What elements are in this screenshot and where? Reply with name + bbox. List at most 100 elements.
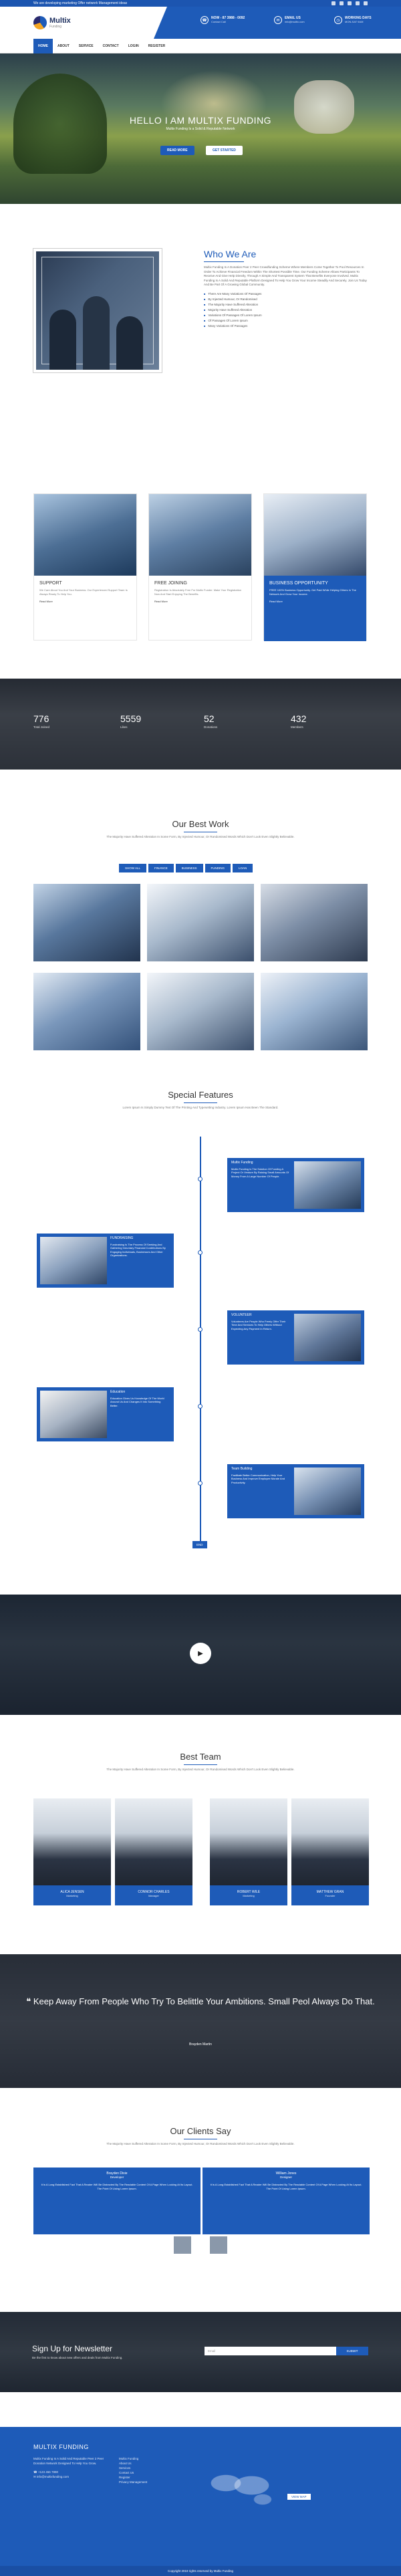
list-item: There Are Many Variations Of Passages xyxy=(204,291,368,297)
clients-header: Our Clients Say The Majority Have Suffer… xyxy=(0,2126,401,2147)
timeline-dot xyxy=(198,1404,203,1409)
footer-brand: MULTIX FUNDING xyxy=(33,2444,89,2450)
gallery-image[interactable] xyxy=(261,884,368,961)
list-item: By Injected Humour, Or Randomised xyxy=(204,297,368,302)
filter-loan[interactable]: LOAN xyxy=(233,864,253,872)
service-card-free-joining[interactable]: FREE JOINING Registration Is Absolutely … xyxy=(148,493,252,640)
twitter-icon[interactable] xyxy=(340,1,344,5)
timeline-dot xyxy=(198,1481,203,1486)
video-section: ▶ xyxy=(0,1595,401,1715)
nav-service[interactable]: SERVICE xyxy=(78,43,94,48)
read-more-link[interactable]: Read More xyxy=(269,600,283,603)
nav-register[interactable]: REGISTER xyxy=(148,43,166,48)
list-item: Many Variations Of Passages xyxy=(204,324,368,329)
view-map-button[interactable]: VIEW MAP xyxy=(287,2494,311,2500)
filter-business[interactable]: BUSINESS xyxy=(175,864,203,872)
google-plus-icon[interactable] xyxy=(348,1,352,5)
timeline-dot xyxy=(198,1327,203,1332)
footer-link[interactable]: Privacy Management xyxy=(119,2480,148,2484)
facebook-icon[interactable] xyxy=(331,1,336,5)
team-photo xyxy=(33,1798,111,1885)
work-header: Our Best Work The Majority Have Suffered… xyxy=(0,819,401,840)
newsletter-submit-button[interactable]: SUBMIT xyxy=(336,2347,368,2355)
footer-link[interactable]: Register xyxy=(119,2476,130,2479)
linkedin-icon[interactable] xyxy=(356,1,360,5)
copyright: Copyright 2019 rights reserved by Multix… xyxy=(0,2566,401,2576)
avatar xyxy=(174,2236,191,2254)
feature-image xyxy=(294,1468,361,1515)
newsletter-email-input[interactable]: Email xyxy=(205,2347,336,2355)
service-card-support[interactable]: SUPPORT We Care About You And Your Busin… xyxy=(33,493,137,640)
logo[interactable]: Multix Funding xyxy=(33,16,71,29)
gallery-image[interactable] xyxy=(147,884,254,961)
footer-link[interactable]: Contact Us xyxy=(119,2471,134,2474)
read-more-link[interactable]: Read More xyxy=(39,600,53,603)
gallery-image[interactable] xyxy=(147,973,254,1050)
hero-get-started-button[interactable]: GET STARTED xyxy=(206,146,243,155)
about-section: Who We Are Multix Funding Is A Donation … xyxy=(204,249,368,329)
logo-mark-icon xyxy=(33,16,47,29)
footer: MULTIX FUNDING Multix Funding Is A Solid… xyxy=(0,2427,401,2566)
phone-icon: ☎ xyxy=(200,16,209,24)
clients-text: The Majority Have Suffered Alteration In… xyxy=(106,2142,295,2145)
team-header: Best Team The Majority Have Suffered Alt… xyxy=(0,1752,401,1772)
timeline-dot xyxy=(198,1177,203,1181)
service-card-business-opportunity[interactable]: BUSINESS OPPORTUNITY FREE 100% Business … xyxy=(263,493,367,641)
hero-title: HELLO I AM MULTIX FUNDING xyxy=(129,115,272,126)
filter-finance[interactable]: FINANCE xyxy=(148,864,174,872)
quote-mark-icon: ❝ xyxy=(26,1996,33,2006)
timeline-dot xyxy=(198,1250,203,1255)
hero-tree-image xyxy=(13,74,107,174)
timeline-line xyxy=(200,1137,201,1544)
footer-about: Multix Funding Is A Solid And Reputable … xyxy=(33,2457,104,2478)
team-title: Best Team xyxy=(180,1752,221,1762)
logo-name: Multix xyxy=(49,17,71,25)
nav-home[interactable]: HOME xyxy=(33,38,53,53)
about-list: There Are Many Variations Of Passages By… xyxy=(204,291,368,329)
gallery-image[interactable] xyxy=(33,884,140,961)
feature-image xyxy=(294,1161,361,1209)
quote-section: ❝ Keep Away From People Who Try To Belit… xyxy=(0,1954,401,2088)
list-item: Variations Of Passages Of Lorem Ipsum xyxy=(204,313,368,318)
team-photo xyxy=(115,1798,192,1885)
footer-link[interactable]: About Us xyxy=(119,2462,132,2465)
world-map-image xyxy=(204,2464,277,2511)
timeline-end-badge: END xyxy=(192,1541,207,1548)
team-photo xyxy=(210,1798,287,1885)
gallery-image[interactable] xyxy=(33,973,140,1050)
newsletter-title: Sign Up for Newsletter xyxy=(32,2344,113,2353)
instagram-icon[interactable] xyxy=(364,1,368,5)
team-text: The Majority Have Suffered Alteration In… xyxy=(106,1768,295,1771)
play-icon[interactable]: ▶ xyxy=(190,1643,211,1664)
nav-contact[interactable]: CONTACT xyxy=(102,43,119,48)
clock-icon: ◷ xyxy=(334,16,342,24)
nav-about[interactable]: ABOUT xyxy=(57,43,70,48)
filter-show-all[interactable]: SHOW ALL xyxy=(119,864,147,872)
nav-login[interactable]: LOGIN xyxy=(128,43,139,48)
footer-link[interactable]: Services xyxy=(119,2466,131,2470)
service-image xyxy=(34,494,136,576)
work-filters: SHOW ALL FINANCE BUSINESS FUNDING LOAN xyxy=(119,864,253,872)
about-image xyxy=(33,249,162,372)
footer-link[interactable]: Multix Funding xyxy=(119,2457,139,2460)
features-text: Lorem Ipsum Is Simply Dummy Text Of The … xyxy=(122,1106,279,1109)
filter-funding[interactable]: FUNDING xyxy=(205,864,231,872)
service-image xyxy=(264,494,366,576)
hero-read-more-button[interactable]: READ MORE xyxy=(160,146,194,155)
gallery-image[interactable] xyxy=(261,973,368,1050)
about-title: Who We Are xyxy=(204,249,257,259)
quote-text: ❝ Keep Away From People Who Try To Belit… xyxy=(26,1996,375,2006)
read-more-link[interactable]: Read More xyxy=(154,600,168,603)
